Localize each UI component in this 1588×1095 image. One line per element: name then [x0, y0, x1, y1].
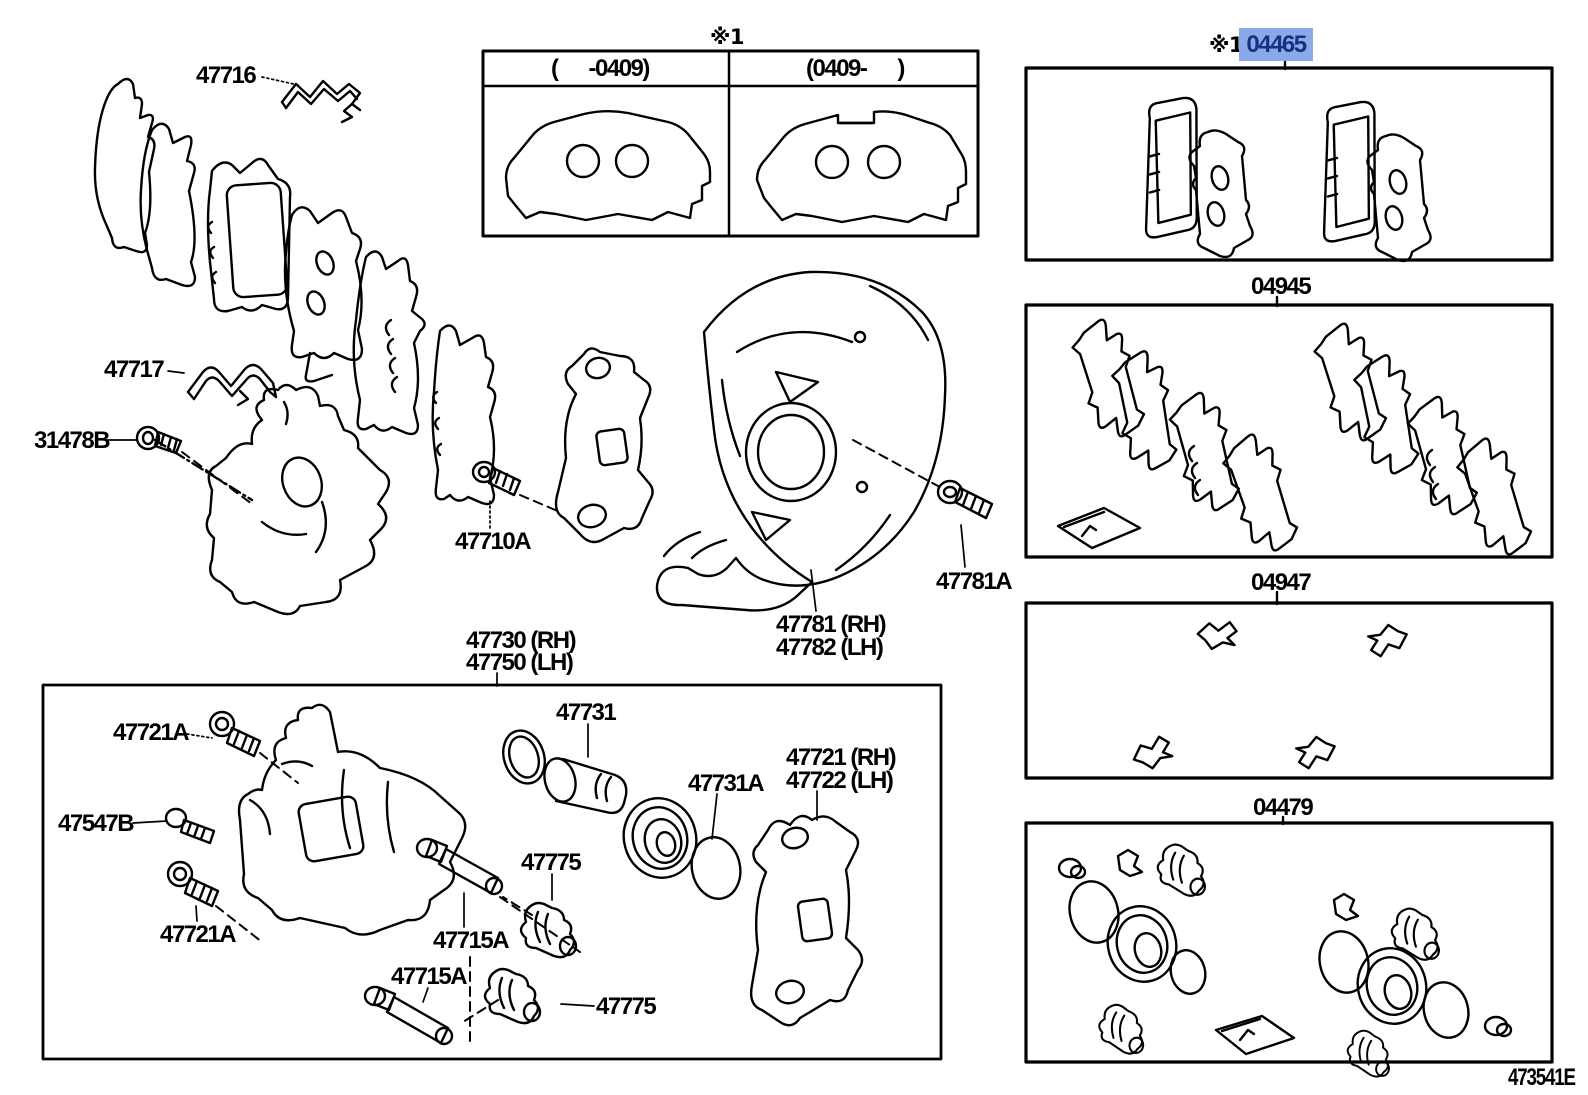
part-label-47731a: 47731A — [688, 770, 765, 797]
part-label-47781a: 47781A — [936, 568, 1013, 595]
part-label-47547b: 47547B — [58, 810, 135, 837]
part-label-47717: 47717 — [104, 356, 165, 383]
part-number-highlight-04465[interactable]: 04465 — [1239, 28, 1313, 61]
variant-table-note: ※1 — [710, 25, 745, 49]
caliper-assembly-drawing — [164, 703, 864, 1046]
part-label-47722-lh: 47722 (LH) — [786, 767, 894, 794]
part-label-47721-rh: 47721 (RH) — [786, 744, 897, 771]
part-label-47775-lower: 47775 — [596, 993, 657, 1020]
variant-header-late: (0409- ) — [806, 55, 905, 82]
kit-label-04945: 04945 — [1251, 273, 1312, 300]
kit-04465-note: ※1 — [1209, 33, 1244, 57]
part-label-47721a-bottom: 47721A — [160, 921, 237, 948]
part-label-47715a-right: 47715A — [433, 927, 510, 954]
kit-label-04947: 04947 — [1251, 569, 1312, 596]
pad-kit-drawing — [1144, 96, 1432, 263]
assembly-axis-lines — [181, 439, 939, 1047]
seal-kit-drawing — [1057, 841, 1513, 1080]
part-label-31478b: 31478B — [34, 427, 111, 454]
diagram-code: 473541E — [1508, 1064, 1576, 1091]
part-label-47730-rh: 47730 (RH) — [466, 627, 577, 654]
kit-04947-box — [1024, 601, 1554, 780]
kit-label-04465: 04465 — [1246, 30, 1307, 58]
part-label-47731: 47731 — [556, 699, 617, 726]
variant-table — [481, 49, 980, 238]
part-label-47721a-top: 47721A — [113, 719, 190, 746]
caliper-assembly-box — [41, 683, 943, 1061]
kit-label-04479: 04479 — [1253, 794, 1314, 821]
variant-pad-late-drawing — [755, 110, 968, 224]
pad-support-clip-47716-drawing — [280, 79, 362, 124]
part-label-47710a: 47710A — [455, 528, 532, 555]
caliper-housing-drawing — [153, 383, 391, 616]
fitting-kit-drawing — [1128, 616, 1412, 774]
kit-04465-box — [1024, 66, 1554, 262]
leader-lines — [105, 60, 1287, 1007]
bolt-31478b-drawing — [135, 425, 183, 455]
variant-header-early: ( -0409) — [551, 55, 650, 82]
pad-support-clip-47717-drawing — [186, 363, 278, 407]
bolt-47710a-drawing — [471, 460, 522, 497]
bolt-47781a-drawing — [936, 479, 994, 520]
shim-kit-drawing — [1056, 313, 1537, 563]
variant-pad-early-drawing — [504, 110, 712, 222]
part-label-47716: 47716 — [196, 62, 257, 89]
dust-cover-drawing — [655, 270, 947, 612]
kit-04479-box — [1024, 821, 1554, 1064]
kit-04945-box — [1024, 303, 1554, 559]
part-label-47750-lh: 47750 (LH) — [466, 649, 574, 676]
part-label-47775-upper: 47775 — [521, 849, 582, 876]
support-bracket-upper-drawing — [554, 347, 654, 544]
part-label-47715a-lower: 47715A — [391, 963, 468, 990]
part-label-47781-rh: 47781 (RH) — [776, 611, 887, 638]
part-label-47782-lh: 47782 (LH) — [776, 634, 884, 661]
